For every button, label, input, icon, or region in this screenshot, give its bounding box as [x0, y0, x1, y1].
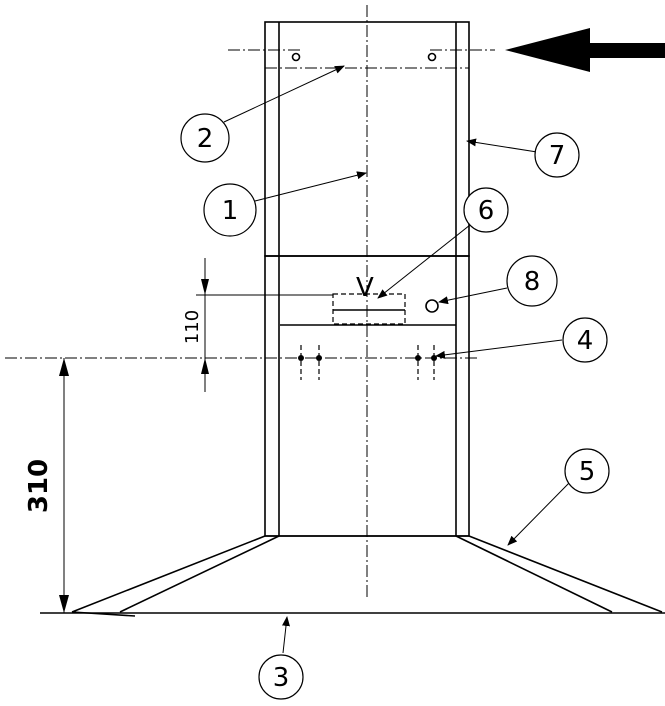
marker-5: 5 — [564, 448, 610, 494]
leader-7 — [466, 138, 538, 153]
marker-8: 8 — [506, 255, 558, 307]
screw-holes — [298, 345, 437, 380]
svg-text:3: 3 — [273, 663, 290, 693]
svg-text:1: 1 — [222, 196, 239, 226]
leader-8 — [438, 287, 508, 305]
marker-3: 3 — [258, 654, 304, 700]
leader-3 — [282, 616, 290, 654]
leader-2 — [223, 65, 345, 123]
big-direction-arrow — [505, 28, 665, 72]
dimension-310 — [59, 358, 69, 613]
svg-text:2: 2 — [197, 124, 214, 154]
marker-6: 6 — [463, 187, 509, 233]
leader-4 — [435, 339, 563, 359]
svg-text:4: 4 — [577, 326, 594, 356]
dimension-110 — [196, 258, 333, 392]
leader-1 — [254, 171, 367, 202]
dimension-110-label: 110 — [182, 310, 203, 344]
direction-mark: V — [356, 273, 374, 303]
svg-text:6: 6 — [478, 196, 495, 226]
leader-6 — [377, 224, 471, 299]
svg-text:8: 8 — [524, 267, 541, 297]
dimension-310-label: 310 — [24, 459, 54, 513]
marker-2: 2 — [180, 113, 230, 163]
leader-5 — [507, 481, 571, 546]
top-hole-left — [291, 52, 301, 62]
svg-text:7: 7 — [549, 141, 566, 171]
marker-1: 1 — [203, 183, 257, 237]
hood-canopy — [40, 535, 665, 617]
side-hole — [425, 299, 439, 313]
mounting-bracket — [280, 293, 456, 326]
svg-text:5: 5 — [579, 457, 596, 487]
marker-4: 4 — [562, 317, 608, 363]
top-hole-right — [427, 52, 437, 62]
marker-7: 7 — [534, 132, 580, 178]
